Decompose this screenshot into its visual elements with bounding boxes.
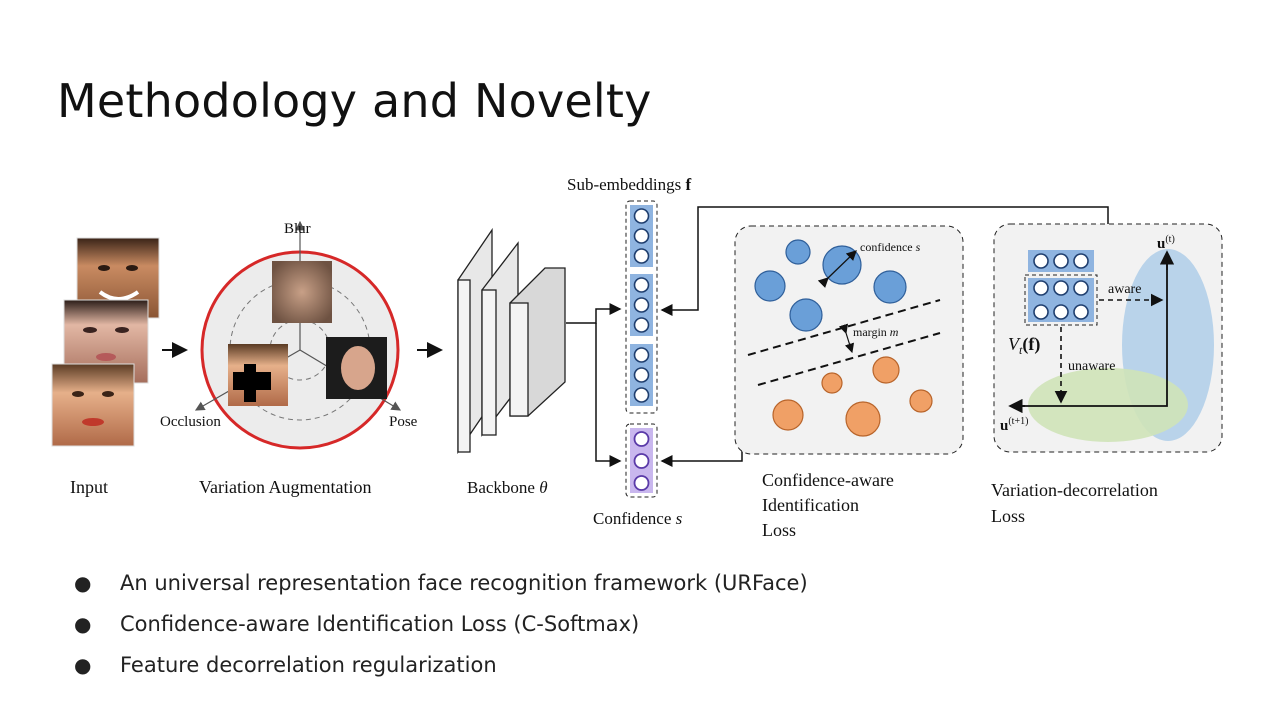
input-faces [51,237,160,447]
confidence-s-annotation: confidence s [860,240,921,254]
method-diagram: Input Blur Occlusion Pose Variation Augm… [51,175,1223,540]
u-t1-label: u(t+1) [1000,416,1028,434]
bullet-item: ● An universal representation face recog… [74,562,808,603]
subemb-label: Sub-embeddings f [567,175,692,194]
confidence-label: Confidence s [593,509,683,528]
cail-label-line2: Identification [762,495,859,515]
variation-augmentation [194,220,402,450]
sub-embeddings-column [625,200,658,414]
cail-label-line3: Loss [762,520,796,540]
blur-label: Blur [284,221,311,237]
vd-label-line2: Loss [991,506,1025,526]
bullet-text: Feature decorrelation regularization [120,652,497,677]
unaware-label: unaware [1068,359,1115,374]
pose-label: Pose [389,414,418,430]
bullet-item: ● Confidence-aware Identification Loss (… [74,603,808,644]
cail-label-line1: Confidence-aware [762,470,894,490]
vd-label-line1: Variation-decorrelation [991,480,1158,500]
aug-label: Variation Augmentation [199,477,371,497]
face-1-features [98,265,140,301]
bullet-text: An universal representation face recogni… [120,570,808,595]
margin-annotation: margin m [853,325,899,339]
bullet-list: ● An universal representation face recog… [74,562,808,685]
u-t-label: u(t) [1157,234,1175,252]
confidence-column [625,423,658,498]
backbone-label: Backbone θ [467,478,548,497]
bullet-dot: ● [74,652,92,677]
vd-panel [993,223,1223,453]
bullet-text: Confidence-aware Identification Loss (C-… [120,611,640,636]
page-title: Methodology and Novelty [57,74,652,128]
blur-face-image [272,261,332,323]
aware-label: aware [1108,282,1141,297]
input-label: Input [70,477,108,497]
cail-panel [734,225,964,455]
bullet-item: ● Feature decorrelation regularization [74,644,808,685]
bullet-dot: ● [74,611,92,636]
bullet-dot: ● [74,570,92,595]
vt-label: Vt(f) [1008,334,1040,357]
occlusion-label: Occlusion [160,414,221,430]
backbone-block [457,227,566,455]
face-image-3 [51,363,135,447]
